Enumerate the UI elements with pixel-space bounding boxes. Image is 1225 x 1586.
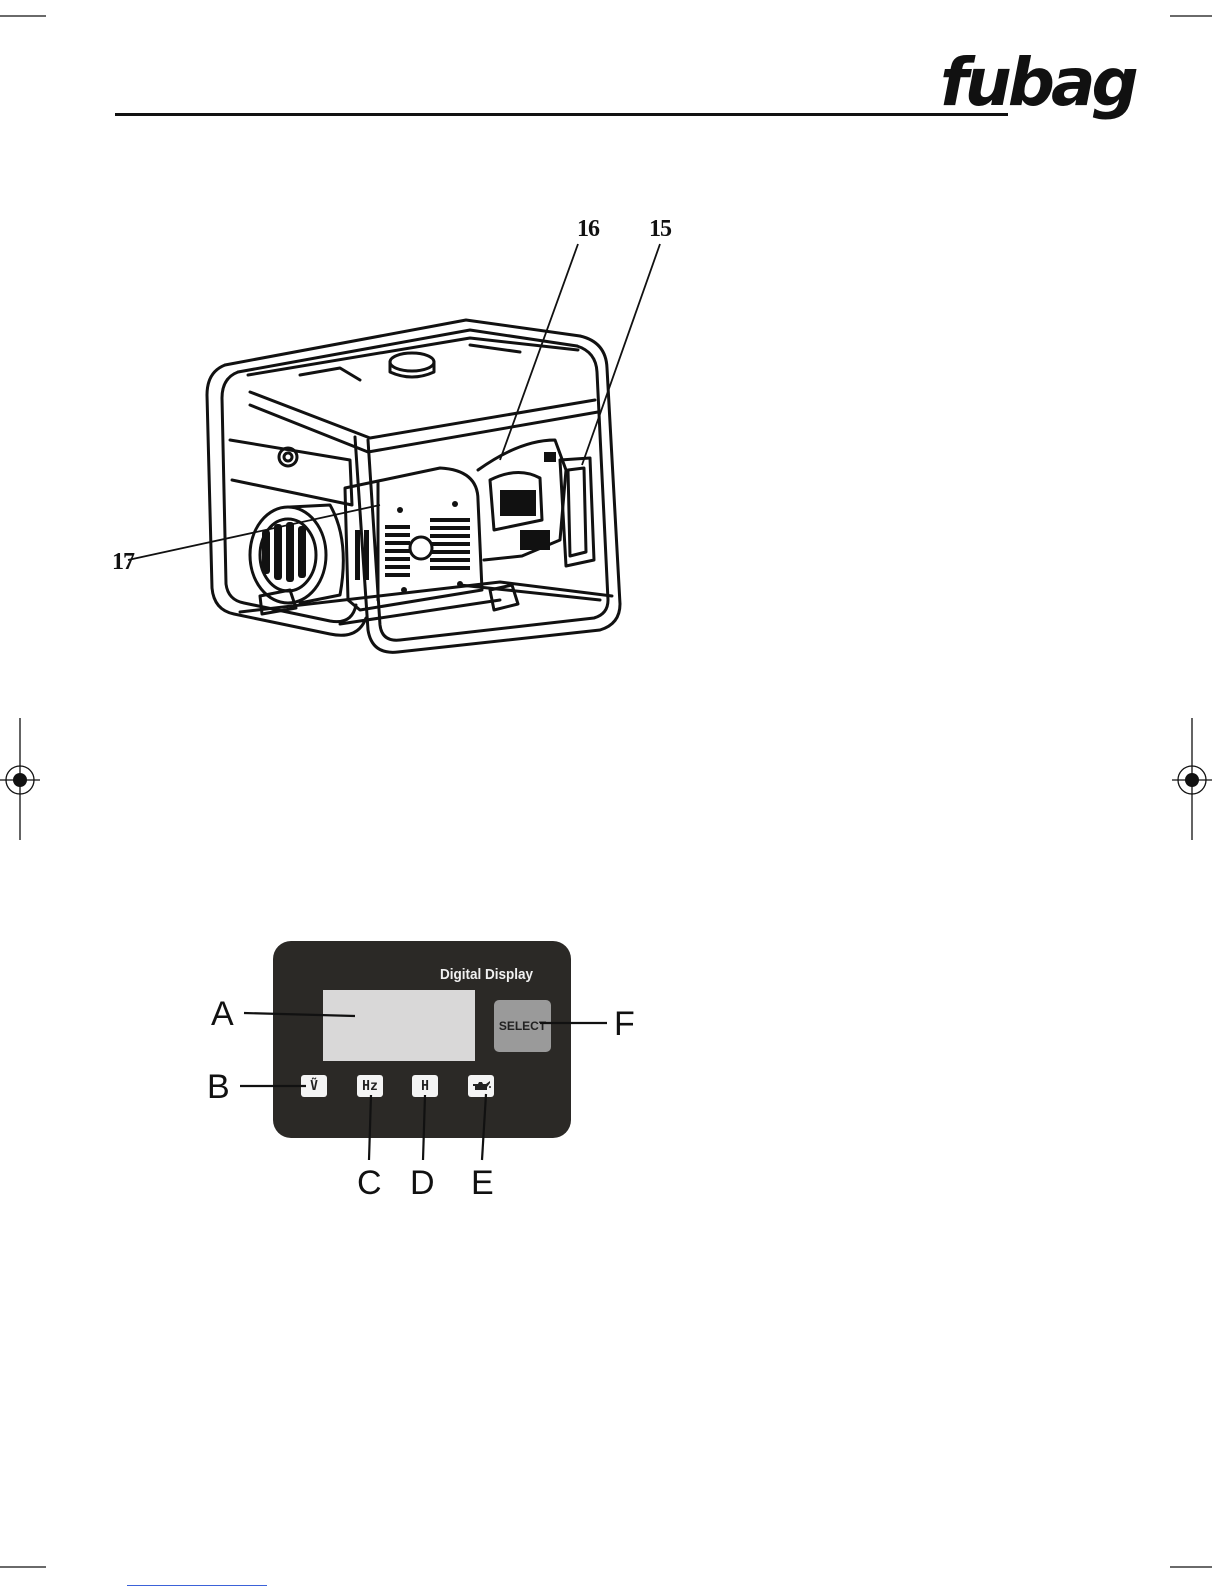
- label-e: E: [471, 1166, 494, 1200]
- label-a: A: [211, 997, 234, 1031]
- label-b: B: [207, 1070, 230, 1104]
- label-f: F: [614, 1007, 635, 1041]
- label-c: C: [357, 1166, 382, 1200]
- label-d: D: [410, 1166, 435, 1200]
